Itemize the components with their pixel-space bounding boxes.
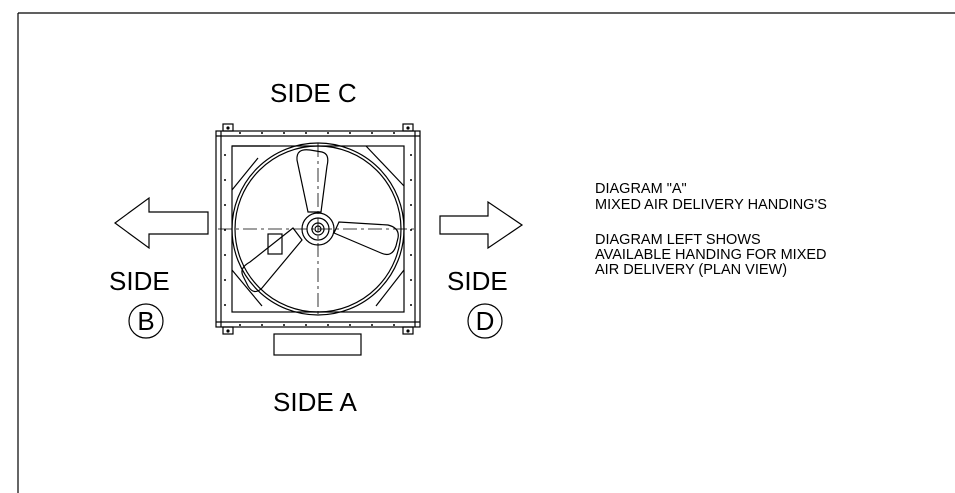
right-arrow-icon	[439, 200, 524, 250]
fan-blade-upper	[296, 149, 329, 213]
side-d-letter: D	[475, 306, 495, 336]
discharge-duct	[273, 333, 362, 356]
side-d-label: SIDE	[447, 266, 508, 296]
mounting-tab	[222, 326, 234, 335]
frame-bolts	[224, 126, 412, 333]
side-a-label: SIDE A	[273, 387, 357, 417]
left-arrow-icon	[113, 196, 209, 250]
fan-blade-lower-left	[241, 227, 303, 293]
diagram-title-line-1: DIAGRAM "A"	[595, 181, 687, 197]
fan-hub	[301, 212, 335, 246]
motor-mount	[267, 233, 283, 255]
diagram-desc-line-3: AIR DELIVERY (PLAN VIEW)	[595, 262, 788, 278]
diagram-desc-line-2: AVAILABLE HANDING FOR MIXED	[595, 247, 827, 263]
mounting-tab	[222, 123, 234, 132]
side-b-letter: B	[137, 306, 155, 336]
side-c-label: SIDE C	[270, 78, 357, 108]
side-d-circle	[467, 303, 503, 339]
diagram-title-line-2: MIXED AIR DELIVERY HANDING'S	[595, 197, 827, 213]
mounting-tab	[402, 123, 414, 132]
diagram-desc-line-1: DIAGRAM LEFT SHOWS	[595, 232, 761, 248]
side-b-label: SIDE	[109, 266, 170, 296]
mounting-tab	[402, 326, 414, 335]
fan-blade-lower-right	[333, 221, 399, 256]
centerlines	[218, 143, 418, 318]
side-b-circle	[128, 303, 164, 339]
fan-blades	[241, 149, 399, 293]
